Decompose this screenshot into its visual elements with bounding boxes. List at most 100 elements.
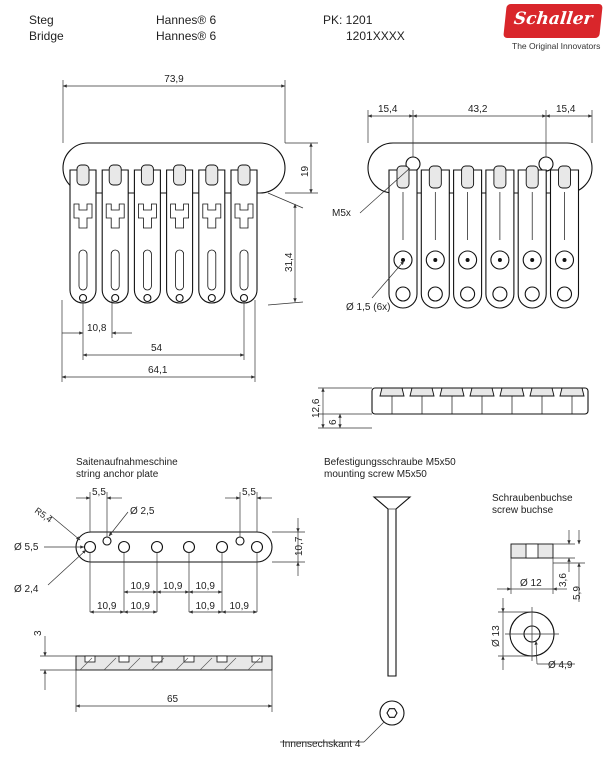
saddle-body [198, 169, 226, 304]
saddle-string-hole [143, 293, 152, 303]
saddle-rear-lower-hole [460, 286, 476, 302]
dim-19: 19 [300, 165, 311, 177]
dim-d12: Ø 12 [520, 578, 542, 589]
saddle-top-1 [69, 164, 97, 304]
label-bridge: Bridge [29, 29, 64, 43]
model-name-1: Hannes® 6 [156, 13, 217, 27]
anchor-side-slot-2 [118, 655, 130, 663]
anchor-holes [83, 540, 264, 554]
saddle-string-hole [175, 293, 184, 303]
saddle-rear-head [461, 165, 475, 189]
saddle-rear-pin [401, 258, 405, 262]
dim-5-5-left: 5,5 [92, 487, 106, 498]
pk-number: PK: 1201 [323, 13, 373, 27]
saddle-head [237, 164, 251, 186]
saddle-cross-slot [202, 203, 222, 229]
anchor-title-de: Saitenaufnahmeschine [76, 457, 178, 468]
saddle-rear-lower-hole [427, 286, 443, 302]
dim-5-9: 5,9 [572, 586, 583, 600]
dim-10-7: 10,7 [294, 536, 305, 556]
saddle-slot [142, 249, 152, 291]
hatch-line [103, 657, 117, 671]
saddle-body [69, 169, 97, 304]
dim-d2-5: Ø 2,5 [130, 506, 155, 517]
dim-3-6: 3,6 [558, 573, 569, 587]
saddle-top-4 [166, 164, 194, 304]
saddle-cross-slot [138, 203, 157, 229]
saddle-rear-lower-hole [556, 286, 573, 302]
hatch-line [79, 657, 93, 671]
screw-body [372, 496, 412, 677]
saddle-rear-lower-hole [395, 286, 411, 302]
saddle-rear-head [525, 165, 539, 189]
dim-15-4-left: 15,4 [378, 104, 398, 115]
side-view-saddles [379, 387, 585, 414]
saddle-rear-pin [562, 258, 567, 262]
saddle-head [140, 164, 154, 186]
anchor-dim-outer-label: 10,9 [196, 601, 216, 612]
mounting-screw: Befestigungsschraube M5x50 mounting scre… [280, 457, 456, 750]
anchor-hole-1 [83, 540, 97, 554]
saddle-slot [175, 249, 185, 291]
dim-d13: Ø 13 [491, 625, 502, 647]
saddle-string-hole [111, 293, 120, 303]
bushing-title-en: screw buchse [492, 505, 554, 516]
hex-socket-icon [386, 708, 398, 718]
anchor-side-slot-4 [183, 655, 195, 663]
saddle-head [108, 164, 122, 186]
anchor-hole-6 [250, 540, 264, 554]
anchor-side-slot-6 [251, 655, 263, 663]
saddle-top-3 [133, 164, 161, 304]
saddle-body [133, 169, 161, 304]
saddle-rear-pin [497, 258, 502, 262]
saddle-head [173, 164, 187, 186]
saddles-rear [388, 165, 580, 309]
anchor-side-slots [79, 655, 263, 671]
saddle-top-6 [230, 164, 258, 304]
dim-43-2: 43,2 [468, 104, 488, 115]
saddle-slot [110, 249, 120, 291]
label-hex-socket: Innensechskant 4 [282, 739, 361, 750]
saddle-head [76, 164, 90, 186]
dim-31-4: 31,4 [284, 252, 295, 272]
hatch-line [223, 657, 237, 671]
small-hole-left [102, 536, 112, 546]
saddle-rear-4 [485, 165, 515, 309]
saddle-cross-slot [105, 203, 125, 229]
side-tooth-7 [559, 387, 585, 397]
side-tooth-1 [379, 387, 405, 397]
anchor-hole-3 [150, 540, 164, 554]
anchor-hole-4 [182, 540, 196, 554]
hatch-line [199, 657, 213, 671]
saddle-head [205, 164, 219, 186]
side-tooth-5 [499, 387, 525, 397]
label-hole-diameter: Ø 1,5 (6x) [346, 302, 390, 313]
saddle-rear-head [396, 165, 410, 189]
hatch-line [127, 657, 141, 671]
dim-12-6: 12,6 [311, 398, 322, 418]
anchor-dim-outer-label: 10,9 [230, 601, 250, 612]
side-view: 12,6 6 [311, 387, 589, 429]
side-tooth-4 [469, 387, 495, 397]
side-tooth-3 [439, 387, 465, 397]
saddle-slot [239, 249, 249, 291]
saddle-top-5 [198, 164, 226, 304]
saddle-rear-lower-hole [492, 286, 508, 302]
saddle-rear-5 [517, 165, 547, 309]
saddle-rear-head [428, 165, 442, 189]
saddle-body [230, 169, 258, 304]
saddle-rear-pin [465, 258, 470, 262]
saddle-string-hole [207, 293, 216, 303]
hatch-line [151, 657, 165, 671]
label-m5x: M5x [332, 208, 351, 219]
brand-tagline: The Original Innovators [512, 41, 601, 51]
saddle-rear-6 [549, 165, 580, 309]
anchor-dim-outer-label: 10,9 [131, 601, 151, 612]
dim-6: 6 [328, 419, 339, 425]
anchor-plate-body [75, 531, 273, 563]
anchor-dim-outer-label: 10,9 [97, 601, 117, 612]
anchor-dim-inner-label: 10,9 [196, 581, 216, 592]
saddle-rear-lower-hole [524, 286, 540, 302]
